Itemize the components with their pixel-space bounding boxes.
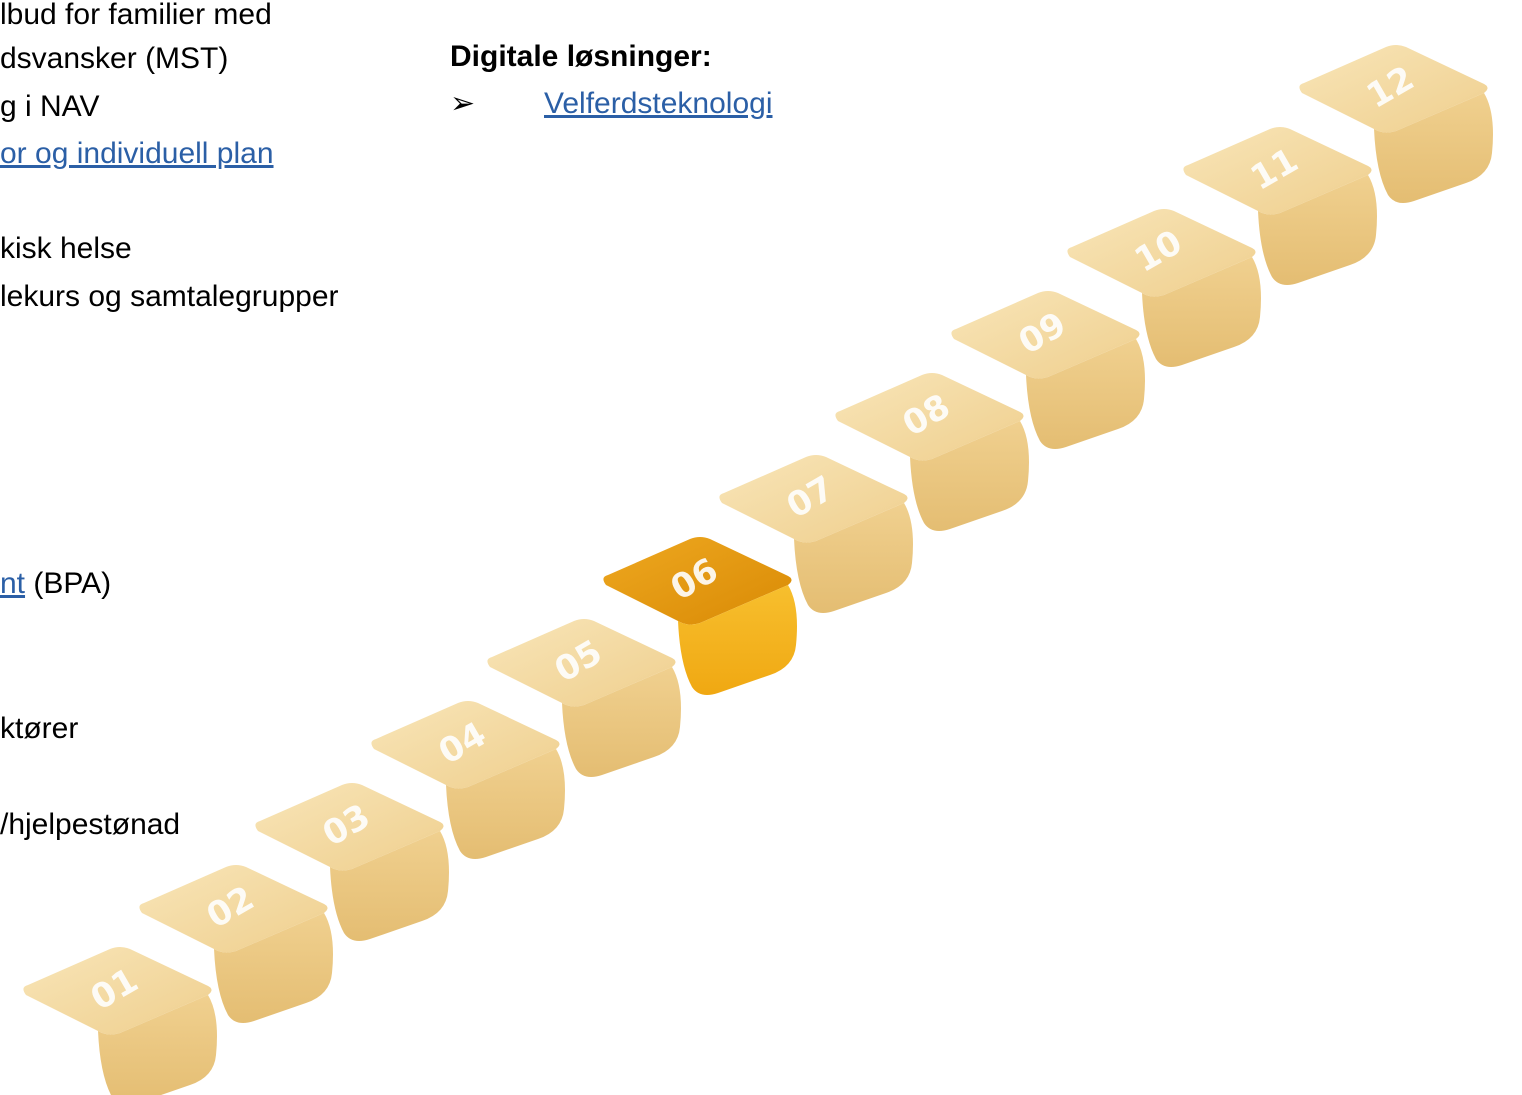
step-front-face: [910, 421, 1029, 531]
step-04: 04: [371, 701, 565, 859]
step-front-face: [1026, 339, 1145, 449]
step-front-face: [1258, 175, 1377, 285]
step-top-face: [951, 291, 1140, 379]
step-06: 06: [603, 537, 797, 695]
welfare-technology-link[interactable]: Velferdsteknologi: [544, 87, 773, 120]
left-item-2: dsvansker (MST): [0, 42, 229, 75]
left-link-bpa[interactable]: nt: [0, 567, 26, 600]
step-front-face: [446, 749, 565, 859]
step-top-face: [1183, 127, 1372, 215]
step-front-face: [214, 913, 333, 1023]
step-05: 05: [487, 619, 681, 777]
step-top-face: [835, 373, 1024, 461]
step-top-face: [603, 537, 792, 625]
left-item-7: nt (BPA): [0, 567, 111, 601]
step-08: 08: [835, 373, 1029, 531]
bullet-row: ➢ Velferdsteknologi: [450, 86, 773, 121]
step-top-face: [255, 783, 444, 871]
step-10: 10: [1067, 209, 1261, 367]
step-top-face: [139, 865, 328, 953]
step-12: 12: [1299, 45, 1493, 203]
step-top-face: [1067, 209, 1256, 297]
step-top-face: [23, 947, 212, 1035]
step-02: 02: [139, 865, 333, 1023]
step-top-face: [1299, 45, 1488, 133]
bpa-suffix: (BPA): [25, 567, 112, 600]
step-front-face: [1142, 257, 1261, 367]
step-01: 01: [23, 947, 217, 1095]
step-front-face: [330, 831, 449, 941]
step-front-face: [98, 995, 217, 1095]
digital-solutions-heading: Digitale løsninger:: [450, 40, 712, 73]
step-top-face: [487, 619, 676, 707]
step-top-face: [719, 455, 908, 543]
step-07: 07: [719, 455, 913, 613]
step-11: 11: [1183, 127, 1377, 285]
left-item-9: /hjelpestønad: [0, 808, 181, 841]
left-item-1: lbud for familier med: [0, 0, 272, 31]
left-item-5: kisk helse: [0, 232, 132, 265]
arrow-bullet-icon: ➢: [450, 87, 476, 120]
left-link-individual-plan[interactable]: or og individuell plan: [0, 137, 274, 170]
step-front-face: [678, 585, 797, 695]
step-front-face: [562, 667, 681, 777]
step-09: 09: [951, 291, 1145, 449]
step-03: 03: [255, 783, 449, 941]
step-front-face: [1374, 93, 1493, 203]
left-item-8: ktører: [0, 712, 79, 745]
left-item-6: lekurs og samtalegrupper: [0, 280, 339, 313]
left-item-3: g i NAV: [0, 90, 100, 123]
step-front-face: [794, 503, 913, 613]
step-top-face: [371, 701, 560, 789]
